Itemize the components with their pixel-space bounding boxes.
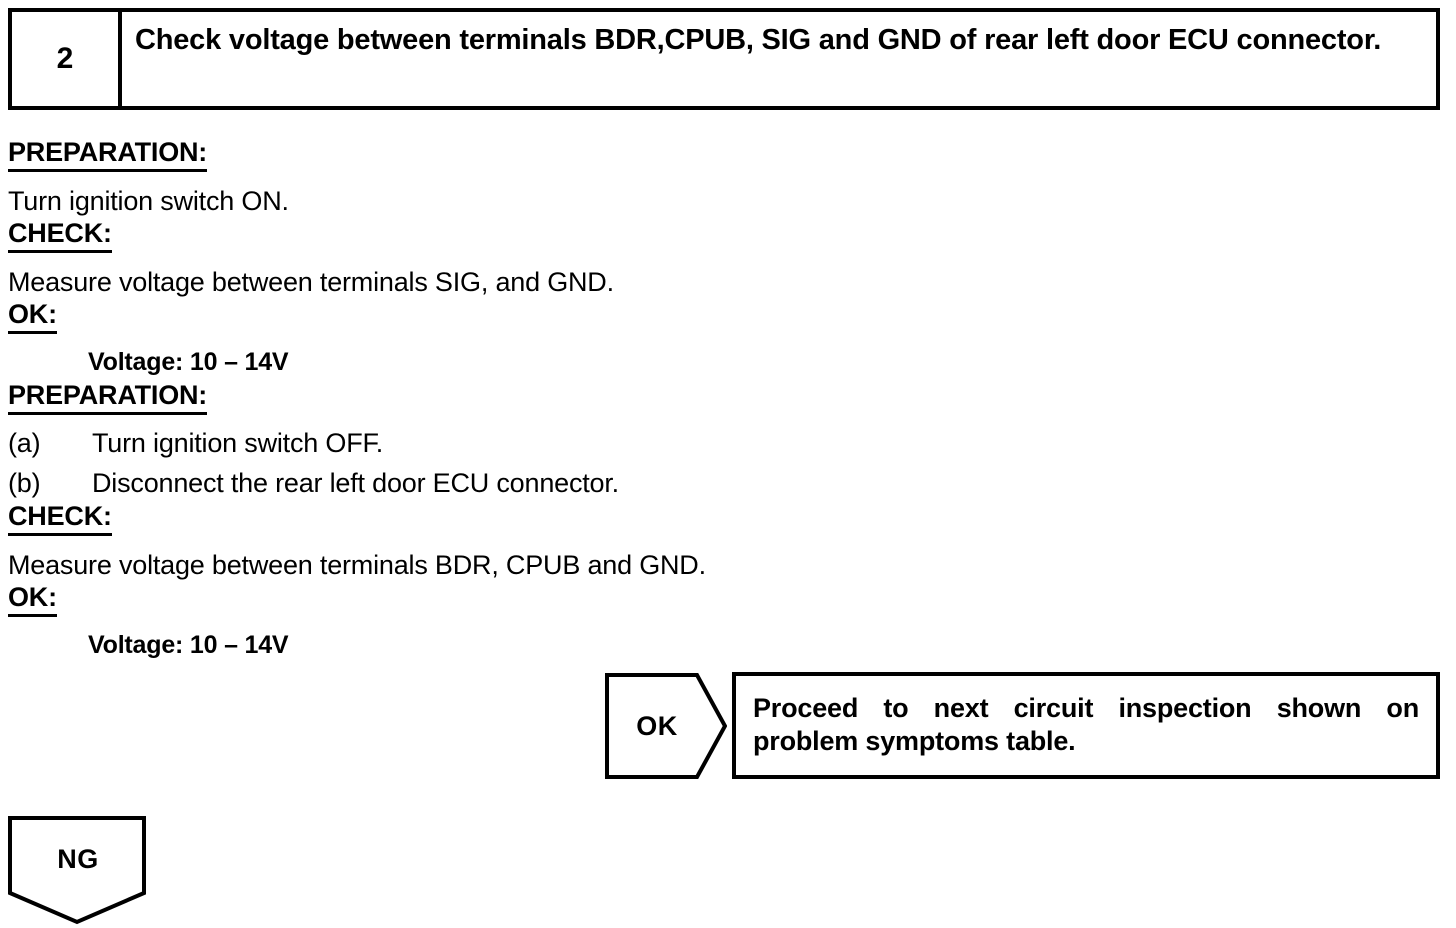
step-number-cell: 2: [12, 12, 122, 106]
check-1-heading: CHECK:: [8, 220, 112, 253]
check-2-heading: CHECK:: [8, 503, 112, 536]
step-title-cell: Check voltage between terminals BDR,CPUB…: [122, 12, 1436, 106]
list-item-marker: (a): [8, 428, 41, 458]
preparation-2-heading: PREPARATION:: [8, 382, 207, 415]
ok-result-line-2: problem symptoms table.: [753, 725, 1076, 756]
ok-2-heading: OK:: [8, 584, 57, 617]
list-item-marker: (b): [8, 468, 41, 498]
ng-flag-arrow: NG: [8, 816, 148, 928]
preparation-1-heading-row: PREPARATION:: [8, 139, 1428, 180]
ng-arrow-icon: [8, 816, 146, 925]
ok-2-spec: Voltage: 10 – 14V: [88, 631, 289, 659]
ok-1-heading: OK:: [8, 301, 57, 334]
preparation-2-heading-row: PREPARATION:: [8, 382, 1428, 423]
ok-flag-label: OK: [636, 710, 678, 741]
check-2-line: Measure voltage between terminals BDR, C…: [8, 550, 706, 580]
check-1-heading-row: CHECK:: [8, 220, 1428, 261]
ok-1-heading-row: OK:: [8, 301, 1428, 342]
ok-result-box: Proceed to next circuit inspection shown…: [732, 672, 1440, 779]
preparation-1-line: Turn ignition switch ON.: [8, 186, 289, 216]
ok-arrow-icon: [605, 673, 727, 779]
ok-result-line-1: Proceed to next circuit inspection shown…: [753, 693, 1419, 723]
step-title: Check voltage between terminals BDR,CPUB…: [135, 24, 1382, 56]
procedure-body: PREPARATION: Turn ignition switch ON. CH…: [8, 139, 1428, 665]
list-item-text: Turn ignition switch OFF.: [92, 428, 384, 458]
list-item-text: Disconnect the rear left door ECU connec…: [92, 468, 619, 498]
check-1-line: Measure voltage between terminals SIG, a…: [8, 267, 614, 297]
ok-1-spec: Voltage: 10 – 14V: [88, 348, 289, 376]
list-item: (a) Turn ignition switch OFF.: [8, 423, 1428, 463]
list-item: (b) Disconnect the rear left door ECU co…: [8, 463, 1428, 503]
ok-flag-arrow: OK: [605, 673, 727, 779]
ng-flag-label: NG: [57, 843, 99, 874]
ok-result-text: Proceed to next circuit inspection shown…: [753, 692, 1419, 758]
preparation-1-heading: PREPARATION:: [8, 139, 207, 172]
ok-2-heading-row: OK:: [8, 584, 1428, 625]
step-header-table: 2 Check voltage between terminals BDR,CP…: [8, 8, 1440, 110]
step-number: 2: [56, 42, 74, 75]
check-2-heading-row: CHECK:: [8, 503, 1428, 544]
